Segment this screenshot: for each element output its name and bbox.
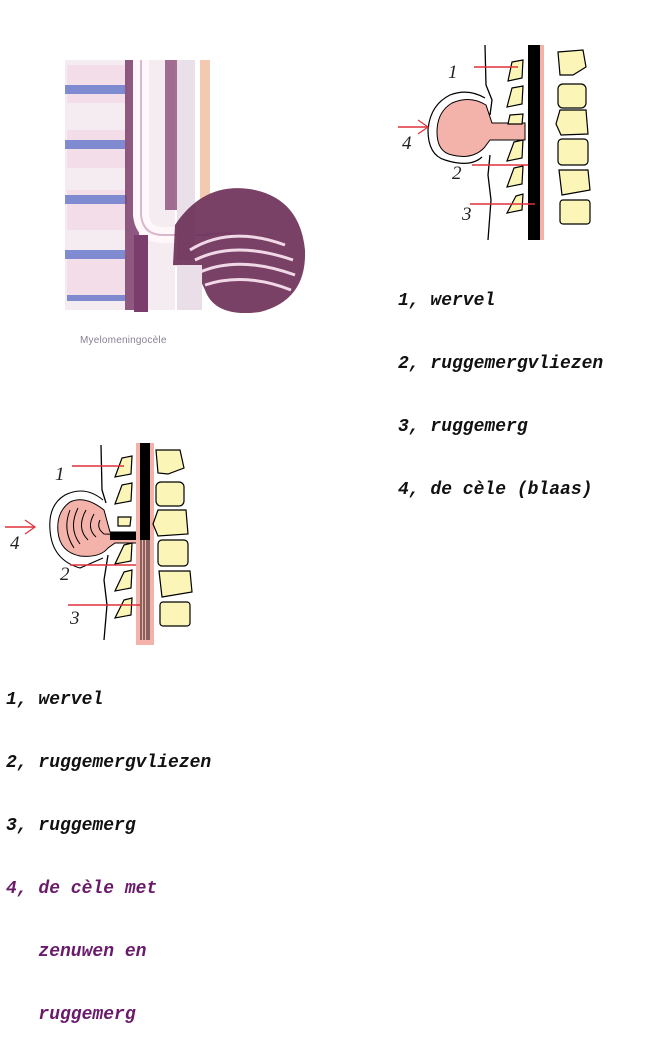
label-2: 2 bbox=[60, 564, 70, 585]
label-1: 1 bbox=[55, 464, 65, 485]
legend-item-2: 2, ruggemergvliezen bbox=[398, 354, 604, 374]
legend-item-2: 2, ruggemergvliezen bbox=[6, 753, 212, 773]
spine-cross-section-drawing bbox=[65, 60, 306, 314]
label-2: 2 bbox=[452, 163, 462, 184]
label-1: 1 bbox=[448, 62, 458, 83]
illustration-caption: Myelomeningocèle bbox=[80, 335, 167, 346]
legend-item-3: 3, ruggemerg bbox=[6, 816, 136, 836]
meningocele-diagram: 1 2 3 4 bbox=[390, 40, 620, 241]
myelomeningocele-drawing bbox=[5, 443, 193, 645]
meningocele-drawing bbox=[398, 44, 591, 241]
legend-item-3: 3, ruggemerg bbox=[398, 417, 528, 437]
myelomeningocele-diagram: 1 2 3 4 bbox=[0, 440, 240, 645]
myelomeningocele-legend: 1, wervel 2, ruggemergvliezen 3, ruggeme… bbox=[6, 648, 211, 1047]
legend-item-1: 1, wervel bbox=[6, 690, 104, 710]
legend-item-4: 4, de cèle met bbox=[6, 879, 158, 899]
legend-item-1: 1, wervel bbox=[398, 291, 496, 311]
legend-item-4-line-3: ruggemerg bbox=[6, 1005, 136, 1025]
label-3: 3 bbox=[462, 204, 472, 225]
legend-item-4: 4, de cèle (blaas) bbox=[398, 480, 593, 500]
legend-item-4-line-2: zenuwen en bbox=[6, 942, 147, 962]
myelomeningocele-illustration: Myelomeningocèle bbox=[55, 50, 330, 350]
label-4: 4 bbox=[402, 133, 412, 154]
meningocele-legend: 1, wervel 2, ruggemergvliezen 3, ruggeme… bbox=[398, 249, 603, 522]
label-4: 4 bbox=[10, 533, 20, 554]
label-3: 3 bbox=[70, 608, 80, 629]
